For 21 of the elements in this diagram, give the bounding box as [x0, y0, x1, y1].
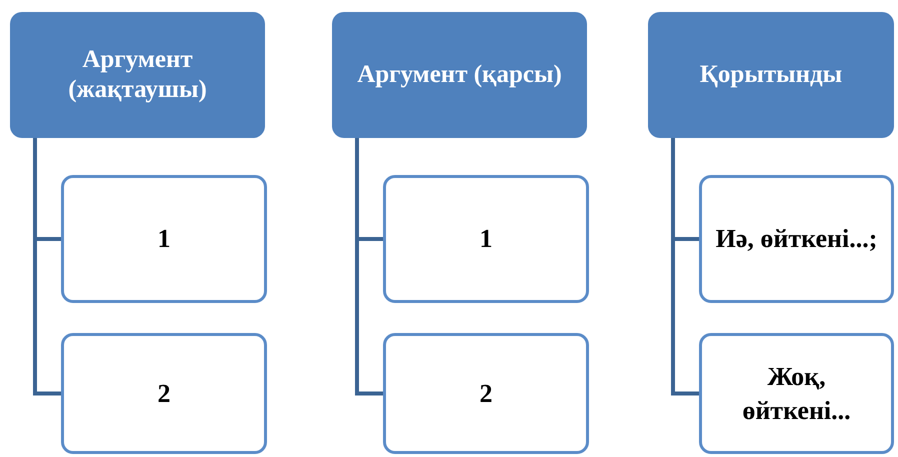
header-text: Аргумент (қарсы)	[357, 60, 562, 90]
header-box	[648, 12, 894, 138]
connector-line	[671, 138, 699, 396]
content-box	[383, 333, 589, 454]
header-box	[332, 12, 587, 138]
box-text: 2	[158, 378, 170, 410]
content-box	[699, 333, 894, 454]
connector-line	[33, 138, 61, 396]
header-text: Аргумент (жақтаушы)	[67, 45, 208, 105]
box-text: 1	[480, 223, 492, 255]
header-box	[10, 12, 265, 138]
content-box	[61, 333, 267, 454]
content-box	[61, 175, 267, 303]
box-text: 2	[480, 378, 492, 410]
header-text: Қорытынды	[700, 60, 842, 90]
connector-line	[355, 138, 383, 396]
box-text: Иә, өйткені...;	[716, 223, 878, 255]
content-box	[699, 175, 894, 303]
box-text: Жоқ, өйткені...	[741, 360, 852, 426]
box-text: 1	[158, 223, 170, 255]
content-box	[383, 175, 589, 303]
